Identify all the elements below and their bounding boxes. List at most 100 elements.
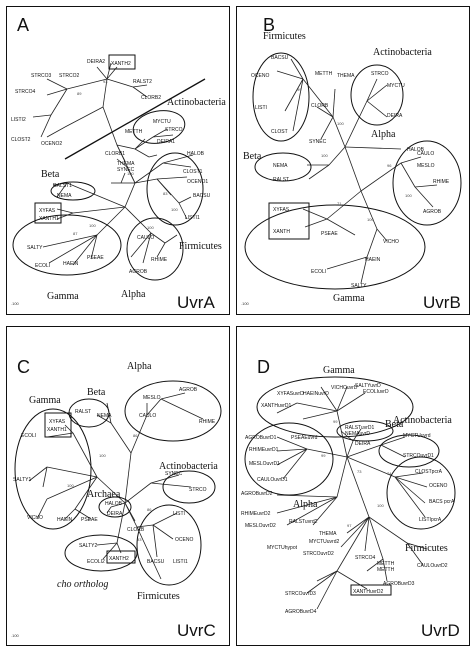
taxon-label: SALTY1 — [13, 477, 31, 483]
taxon-label: CAULO — [417, 151, 434, 157]
svg-text:73: 73 — [357, 469, 362, 474]
taxon-label: HAEIN — [63, 261, 79, 267]
taxon-label: STRCO — [371, 71, 389, 77]
svg-text:83: 83 — [163, 191, 168, 196]
taxon-label: CLOSTpcrA — [415, 469, 443, 475]
taxon-label: MESLO — [143, 395, 161, 401]
taxon-label: METTH — [377, 567, 395, 573]
taxon-label: PSEAE — [87, 255, 104, 261]
taxon-label: HALOB — [105, 501, 123, 507]
gene-label: UvrB — [423, 293, 461, 312]
taxon-label: MYCTUhypot — [267, 545, 298, 551]
svg-text:100: 100 — [405, 193, 412, 198]
taxon-label: CLORB1 — [105, 151, 125, 157]
taxon-label: ECOLI — [35, 263, 50, 269]
taxon-label: METTH — [377, 561, 395, 567]
group-label-beta: Beta — [87, 387, 106, 398]
svg-text:74: 74 — [387, 471, 392, 476]
svg-text:100: 100 — [171, 207, 178, 212]
taxon-label: STRCO — [189, 487, 207, 493]
group-label-alpha: Alpha — [371, 129, 396, 140]
taxon-label: AGROB — [129, 269, 148, 275]
taxon-label: RHIME — [199, 419, 216, 425]
svg-text:100: 100 — [127, 171, 134, 176]
taxon-label: AGROB — [179, 387, 198, 393]
taxon-label: VICHO — [27, 515, 43, 521]
svg-text:96: 96 — [387, 163, 392, 168]
taxon-label: STRCO — [165, 127, 183, 133]
group-label-actinobacteria: Actinobacteria — [373, 47, 432, 58]
taxon-label: HAEINuvrD — [303, 391, 329, 397]
taxon-label: CLORB2 — [141, 95, 161, 101]
panel-d: D UvrD — [236, 326, 470, 646]
taxon-label: DEIRA2 — [87, 59, 105, 65]
taxon-label: PSEAE — [81, 517, 98, 523]
group-label-actinobacteria: Actinobacteria — [159, 461, 218, 472]
taxon-label: LISTI — [173, 511, 185, 517]
svg-text:99: 99 — [321, 453, 326, 458]
taxon-label: SYNEC — [309, 139, 327, 145]
taxon-label: SYNEC — [117, 167, 135, 173]
tree-d: Gamma Beta Actinobacteria Alpha Firmicut… — [241, 365, 456, 615]
taxon-label: BACSU — [271, 55, 289, 61]
group-label-firmicutes: Firmicutes — [405, 543, 448, 554]
svg-text:99: 99 — [333, 419, 338, 424]
panel-b: B UvrB .100 Firmicutes — [236, 6, 470, 315]
taxon-label: CLOST1 — [183, 169, 203, 175]
taxon-label: RHIMEuvrD2 — [241, 511, 271, 517]
taxon-label: XYFAS — [273, 207, 290, 213]
taxon-label: MESLOuvrD1 — [249, 461, 280, 467]
taxon-label: PSEAE — [321, 231, 338, 237]
taxon-label: LISTIpcrA — [419, 517, 442, 523]
taxon-label: MYCTUuvrd — [403, 433, 431, 439]
svg-text:87: 87 — [73, 231, 78, 236]
taxon-label: XYFASuvrD — [277, 391, 304, 397]
svg-text:100: 100 — [377, 503, 384, 508]
taxon-label: OCENO2 — [41, 141, 62, 147]
tree-c: Alpha Beta Gamma Actinobacteria Archaea … — [13, 361, 222, 602]
taxon-label: CLORB — [311, 103, 329, 109]
taxon-label: XYFAS — [49, 419, 66, 425]
taxon-label: HAEIN — [57, 517, 73, 523]
taxon-label: VICHO — [383, 239, 399, 245]
tree-a: Actinobacteria Beta Firmicutes Gamma Alp… — [11, 54, 226, 302]
group-label-alpha: Alpha — [121, 289, 146, 300]
taxon-label: MYCTU — [387, 83, 405, 89]
taxon-label: STRCO3 — [31, 73, 52, 79]
tree-b: Firmicutes Actinobacteria Alpha Beta Gam… — [243, 31, 462, 304]
taxon-label: RHIME — [433, 179, 450, 185]
taxon-label: RALST — [75, 409, 91, 415]
svg-text:99: 99 — [297, 87, 302, 92]
taxon-label: ECOLIuvrD — [363, 389, 389, 395]
taxon-label: RALSTuvrd2 — [289, 519, 318, 525]
taxon-label: NEMAuvrD — [345, 431, 370, 437]
svg-text:97: 97 — [347, 523, 352, 528]
taxon-label: SALTY — [351, 283, 367, 289]
gene-label: UvrC — [177, 621, 216, 640]
svg-text:100: 100 — [321, 153, 328, 158]
taxon-label: PSEAEuvrd — [291, 435, 318, 441]
taxon-label: CAULOuvrD1 — [257, 477, 288, 483]
taxon-label: CAULO — [139, 413, 156, 419]
taxon-label: SALTY2 — [79, 543, 97, 549]
taxon-label: RHIME — [151, 257, 168, 263]
group-label-gamma: Gamma — [333, 293, 365, 304]
group-label-firmicutes: Firmicutes — [179, 241, 222, 252]
svg-text:86: 86 — [133, 433, 138, 438]
taxon-label: LISTI — [255, 105, 267, 111]
taxon-label: XANTHuvrD1 — [261, 403, 292, 409]
taxon-label: OCENO — [429, 483, 447, 489]
taxon-label: CLOST — [271, 129, 288, 135]
taxon-label: MYCTU — [153, 119, 171, 125]
taxon-label: ECOLI — [311, 269, 326, 275]
group-label-gamma: Gamma — [323, 365, 355, 376]
group-label-firmicutes: Firmicutes — [137, 591, 180, 602]
group-label-actinobacteria: Actinobacteria — [393, 415, 452, 426]
taxon-label: LISTI1 — [185, 215, 200, 221]
taxon-label: BACSU — [147, 559, 165, 565]
taxon-label: LISTI2 — [11, 117, 26, 123]
panel-letter: D — [257, 357, 270, 377]
taxon-label: DEIRA — [387, 113, 403, 119]
taxon-label: MYCTUuvrd2 — [309, 539, 340, 545]
taxon-label: THEMA — [117, 161, 135, 167]
